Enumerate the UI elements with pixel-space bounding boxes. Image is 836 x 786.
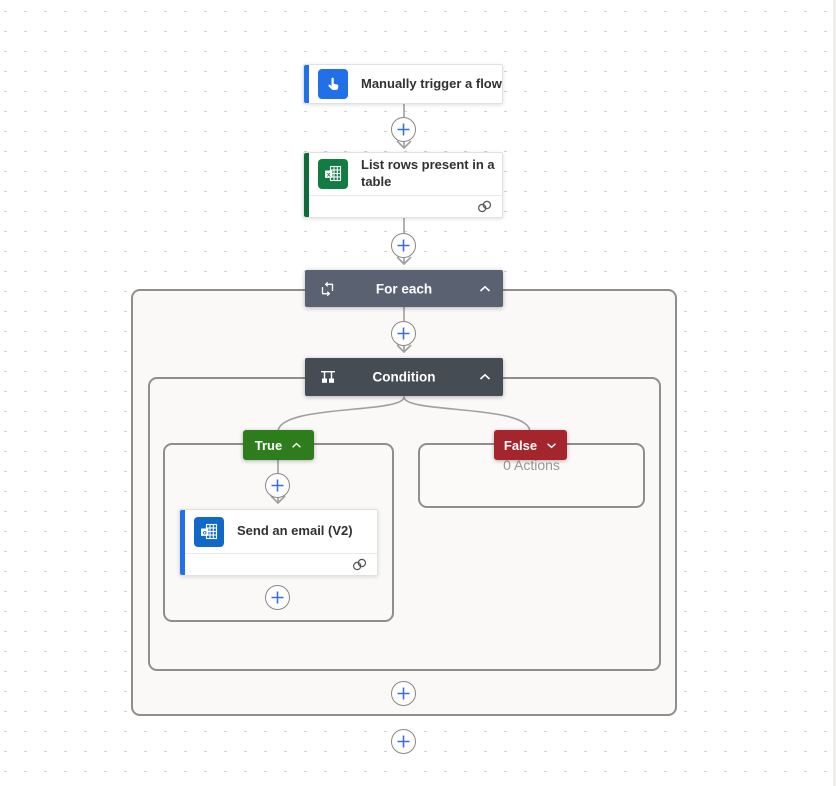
excel-accent-bar (304, 153, 309, 217)
send-email-card[interactable]: o Send an email (V2) (179, 509, 378, 576)
condition-label: Condition (372, 369, 436, 385)
list-rows-title: List rows present in a table (361, 157, 495, 189)
svg-text:o: o (203, 529, 207, 536)
chevron-up-icon[interactable] (479, 285, 491, 293)
plus-icon (397, 735, 410, 748)
linked-rings-icon[interactable] (476, 200, 493, 213)
list-rows-card[interactable]: x List rows present in a table (303, 152, 503, 218)
true-branch-badge[interactable]: True (243, 430, 314, 460)
plus-icon (397, 123, 410, 136)
insert-step-button[interactable] (265, 585, 290, 610)
trigger-accent-bar (304, 65, 309, 103)
plus-icon (397, 239, 410, 252)
empty-actions-label: 0 Actions (503, 457, 560, 473)
for-each-label: For each (375, 281, 433, 296)
plus-icon (397, 687, 410, 700)
loop-icon (319, 280, 336, 297)
true-label: True (254, 437, 283, 453)
chevron-down-icon[interactable] (546, 442, 557, 449)
false-label: False (503, 437, 538, 453)
email-accent-bar (180, 510, 185, 575)
svg-text:x: x (327, 171, 331, 178)
plus-icon (271, 479, 284, 492)
for-each-header[interactable]: For each (305, 270, 503, 307)
plus-icon (271, 591, 284, 604)
insert-step-button[interactable] (391, 729, 416, 754)
excel-icon: x (318, 159, 348, 189)
plus-icon (397, 327, 410, 340)
linked-rings-icon[interactable] (351, 558, 368, 571)
balance-icon (319, 369, 337, 385)
insert-step-button[interactable] (391, 681, 416, 706)
trigger-title: Manually trigger a flow (361, 75, 502, 91)
chevron-up-icon[interactable] (479, 373, 491, 381)
insert-step-button[interactable] (265, 473, 290, 498)
hand-tap-icon (318, 69, 348, 99)
false-branch-container: 0 Actions (418, 443, 645, 508)
outlook-icon: o (194, 516, 224, 547)
insert-step-button[interactable] (391, 321, 416, 346)
condition-header[interactable]: Condition (305, 358, 503, 396)
insert-step-button[interactable] (391, 233, 416, 258)
trigger-card[interactable]: Manually trigger a flow (303, 64, 503, 104)
send-email-title: Send an email (V2) (237, 523, 353, 539)
chevron-up-icon[interactable] (291, 442, 302, 449)
insert-step-button[interactable] (391, 117, 416, 142)
false-branch-badge[interactable]: False (494, 430, 567, 460)
